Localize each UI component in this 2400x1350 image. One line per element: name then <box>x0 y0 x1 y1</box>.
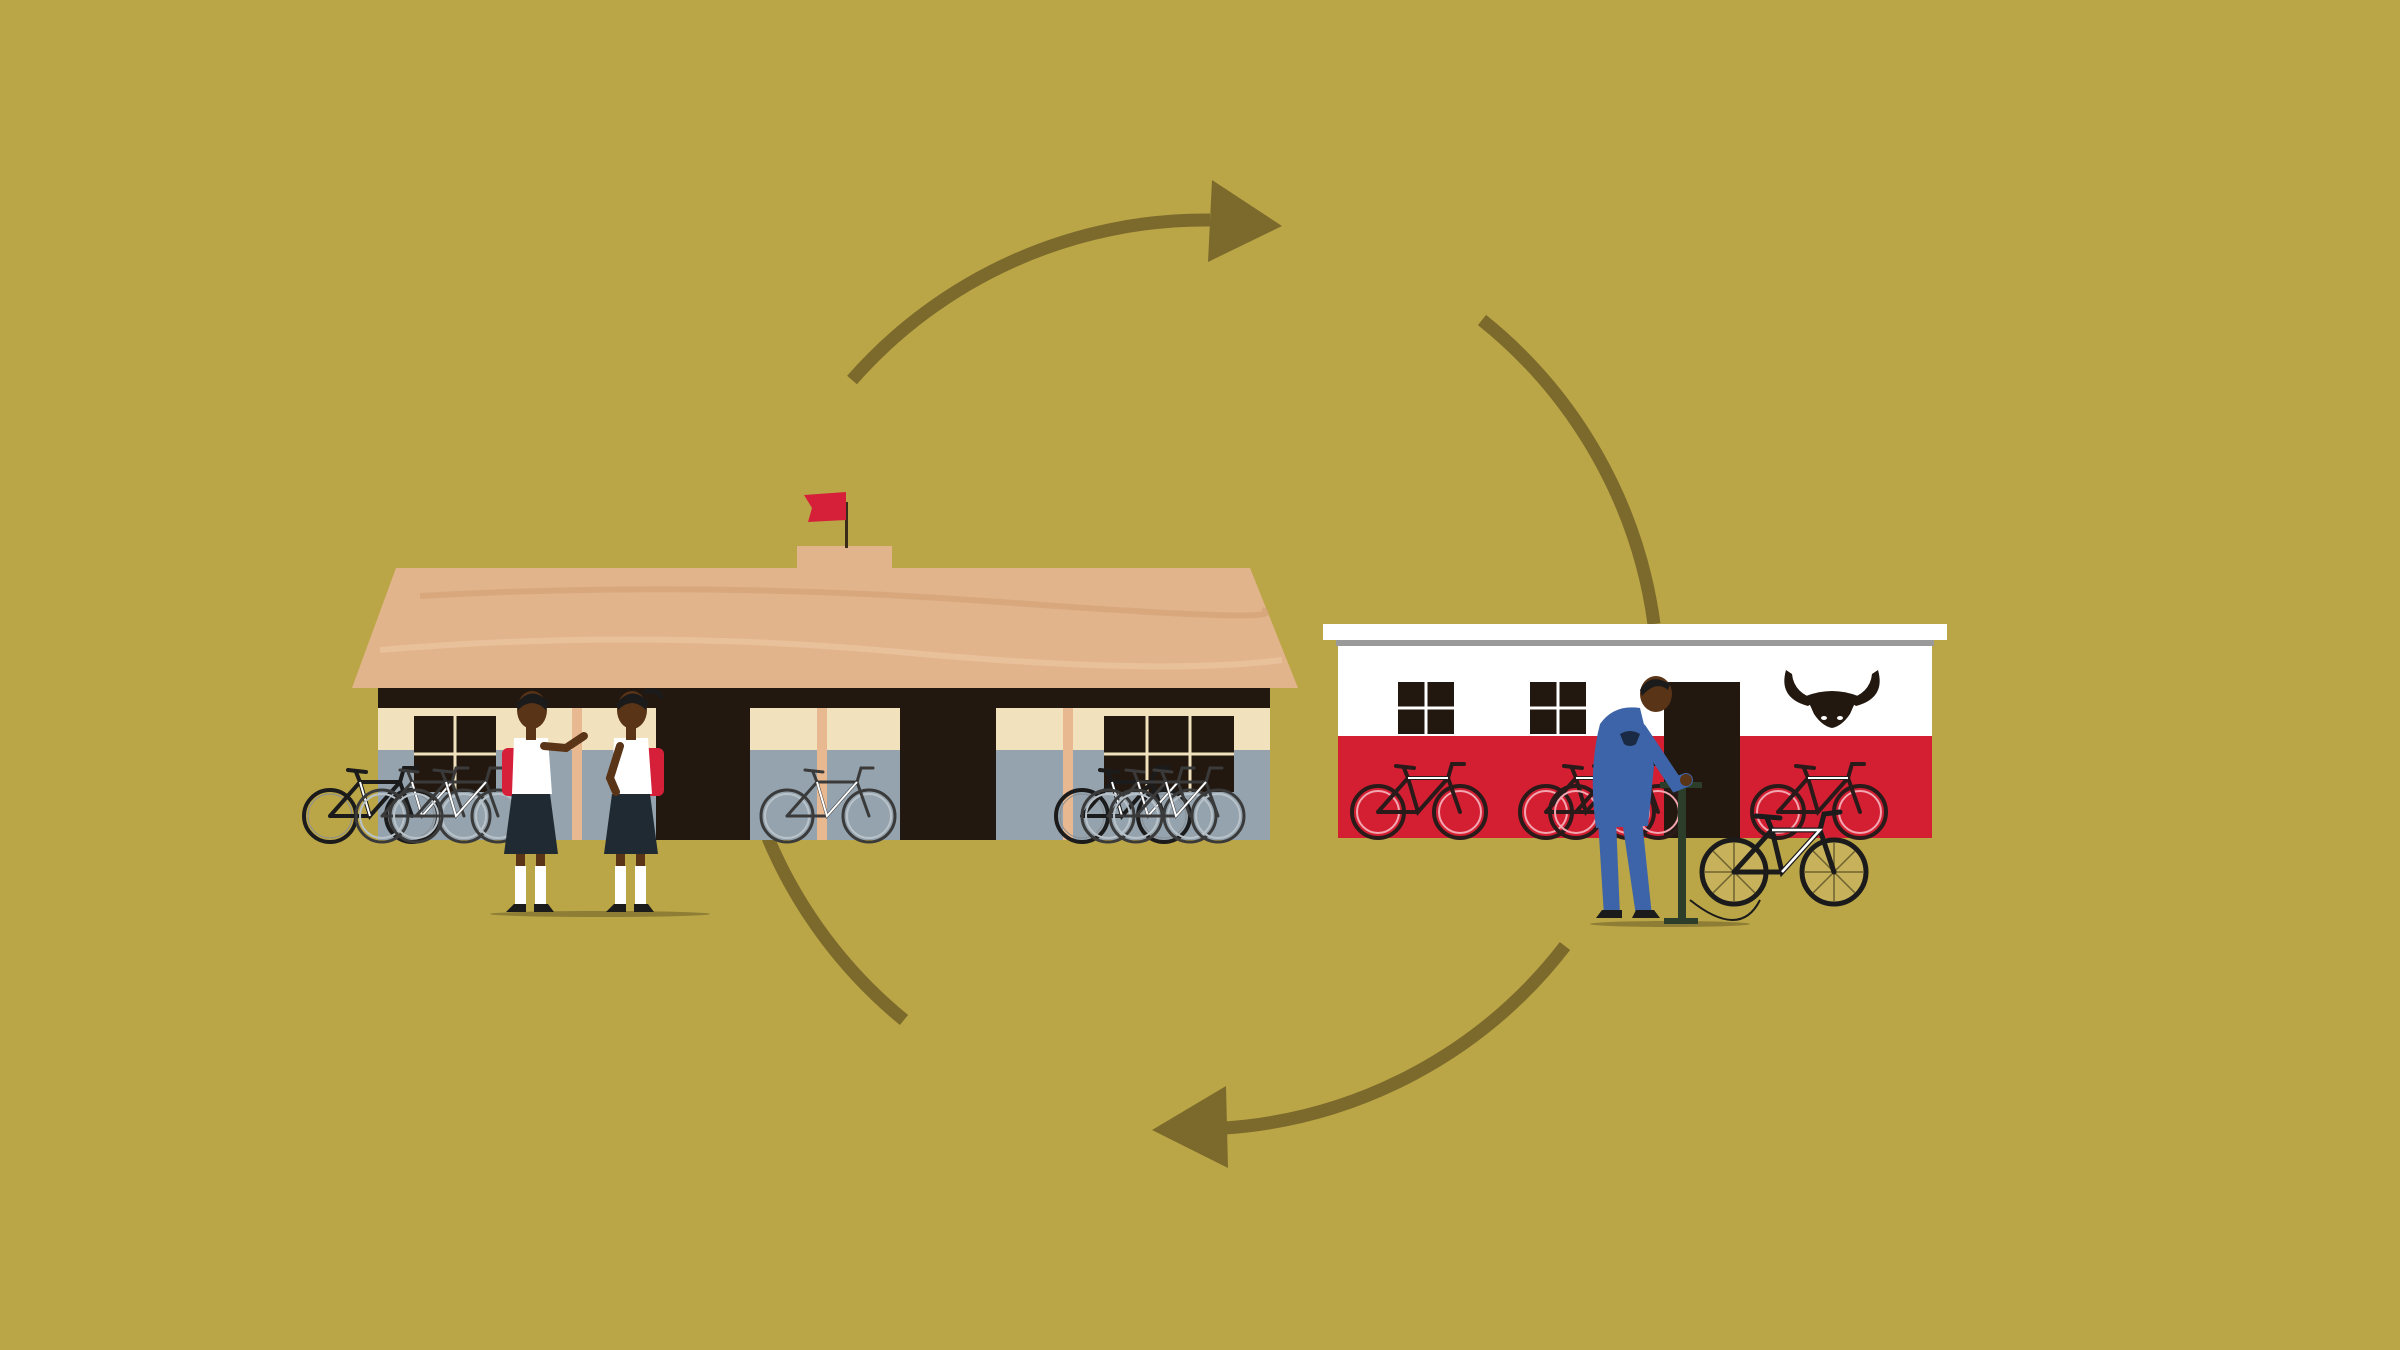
arrowhead-top-icon <box>1208 180 1282 262</box>
shop-window <box>1398 682 1454 734</box>
arrow-bottom-icon <box>1224 942 1571 1135</box>
shop-window <box>1530 682 1586 734</box>
schoolgirls <box>490 688 710 917</box>
school-door <box>656 708 750 840</box>
school-door <box>900 708 996 840</box>
mechanic-logo-icon <box>1620 731 1640 746</box>
school-window <box>414 716 496 792</box>
arc-left <box>762 835 909 1026</box>
school-window <box>1104 716 1234 792</box>
pump-icon <box>1678 786 1686 922</box>
arrowhead-bottom-icon <box>1152 1086 1228 1168</box>
flag-icon <box>804 492 846 522</box>
arc-right <box>1477 314 1661 625</box>
cycle-arrows <box>762 213 1661 1135</box>
mechanic <box>1590 676 1761 927</box>
arrow-top-icon <box>847 213 1211 385</box>
shop-door <box>1664 682 1740 838</box>
buffalo-head-icon <box>1784 670 1880 728</box>
